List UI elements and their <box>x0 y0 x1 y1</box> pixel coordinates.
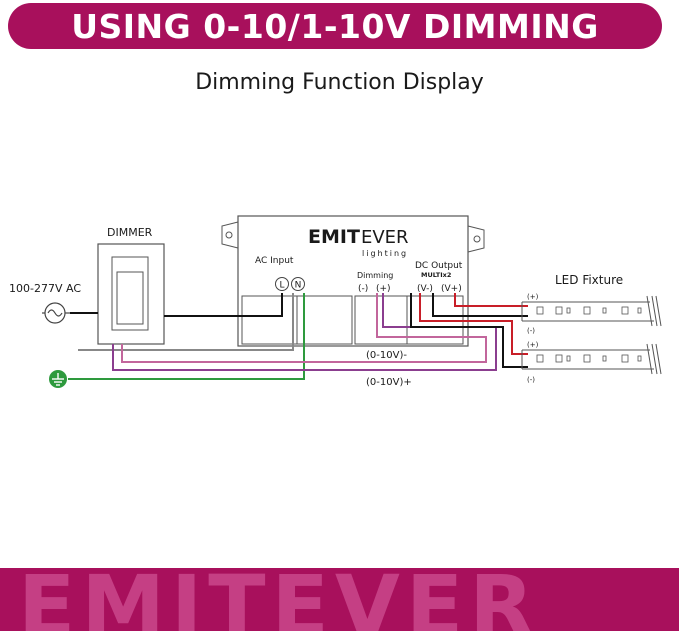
dimming-label: Dimming <box>357 271 393 280</box>
brand-logo-sub: lighting <box>362 249 408 258</box>
led-fixture-label: LED Fixture <box>555 273 623 287</box>
dc-output-label: DC Output <box>415 261 463 271</box>
ac-source-label: 100-277V AC <box>9 282 81 295</box>
title-banner: USING 0-10/1-10V DIMMING <box>8 3 662 49</box>
wire-dim-plus <box>112 293 497 371</box>
footer-watermark: EMITEVER <box>18 568 540 631</box>
wire-ground <box>68 293 305 380</box>
dimming-plus-label: (+) <box>376 284 391 294</box>
banner-title: USING 0-10/1-10V DIMMING <box>71 6 599 46</box>
led-strip-2 <box>521 343 662 375</box>
wire-plus-label: (0-10V)+ <box>366 377 412 388</box>
strip2-plus-label: (+) <box>527 341 539 349</box>
dc-minus-label: (V-) <box>417 284 433 294</box>
terminal-l-circle <box>275 277 289 291</box>
terminal-n-label: N <box>295 281 302 291</box>
dc-plus-label: (V+) <box>441 284 462 294</box>
dimmer-switch <box>97 243 165 345</box>
wire-strip1-negative <box>432 293 528 317</box>
diagram-subtitle: Dimming Function Display <box>195 70 484 95</box>
ground-icon <box>49 370 67 388</box>
wire-minus-label: (0-10V)- <box>366 350 407 361</box>
terminal-l-label: L <box>279 281 284 291</box>
wire-neutral <box>78 293 294 351</box>
wire-strip2-negative <box>410 293 528 368</box>
footer-band: EMITEVER <box>0 568 679 631</box>
wire-line-l <box>164 293 283 317</box>
strip1-minus-label: (-) <box>527 327 535 335</box>
terminal-n-circle <box>291 277 305 291</box>
wire-strip2-positive <box>419 293 528 355</box>
wire-dim-minus <box>121 293 487 363</box>
strip1-plus-label: (+) <box>527 293 539 301</box>
wiring-diagram: EMIT EVER lighting AC Input L N Dimming … <box>9 215 662 388</box>
multi-label: MULTIx2 <box>421 271 451 279</box>
brand-logo-light: EVER <box>361 227 409 248</box>
strip2-minus-label: (-) <box>527 376 535 384</box>
dimming-minus-label: (-) <box>358 284 368 294</box>
wire-strip1-positive <box>454 293 528 307</box>
brand-logo-bold: EMIT <box>308 226 360 248</box>
dimmer-label: DIMMER <box>107 226 153 239</box>
ac-input-label: AC Input <box>255 256 294 266</box>
led-strip-1 <box>521 295 662 327</box>
